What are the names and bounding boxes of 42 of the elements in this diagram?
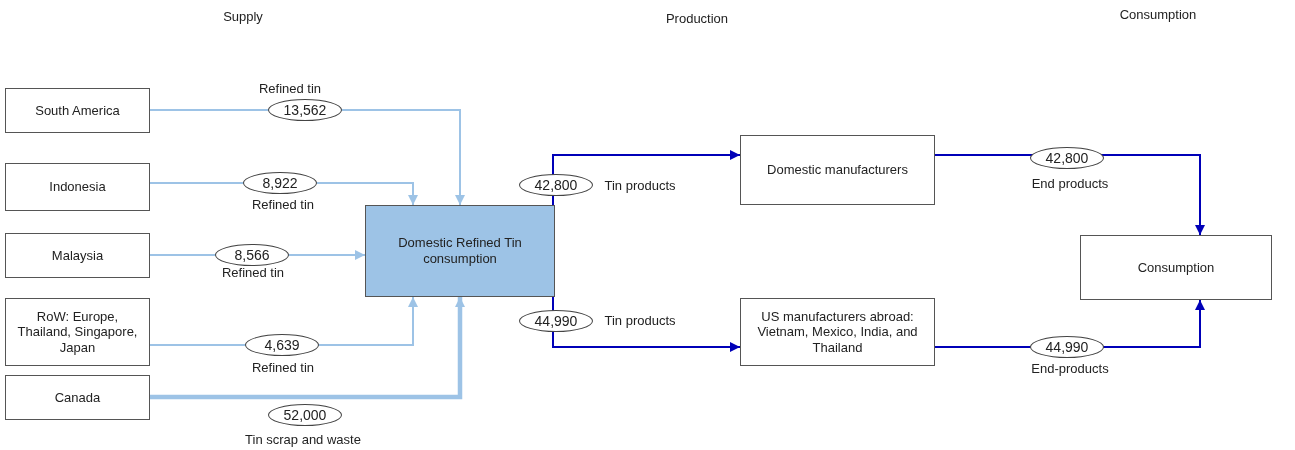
- process-box: [5, 88, 150, 133]
- flow-note: Tin products: [604, 312, 676, 331]
- edge-label: 42,800: [1030, 147, 1104, 169]
- box-label: South America: [35, 102, 120, 119]
- connector-arrow: [150, 297, 465, 400]
- connector-arrow: [552, 150, 741, 206]
- process-box: [365, 205, 555, 297]
- flow-note: Refined tin: [221, 264, 285, 283]
- box-label: Domestic Refined Tin consumption: [397, 235, 523, 267]
- box-label: Malaysia: [51, 247, 104, 264]
- flow-note: Refined tin: [251, 359, 315, 378]
- process-box: [5, 163, 150, 211]
- edge-label: 4,639: [245, 334, 319, 356]
- process-box: [5, 375, 150, 420]
- flow-note: Refined tin: [258, 80, 322, 99]
- flow-note: Consumption: [1119, 6, 1197, 25]
- flow-note: Tin scrap and waste: [245, 431, 361, 450]
- box-label: RoW: Europe, Thailand, Singapore, Japan: [16, 308, 139, 356]
- flow-note: Refined tin: [251, 196, 315, 215]
- box-label: Canada: [54, 389, 101, 406]
- process-box: [1080, 235, 1272, 300]
- box-label: Consumption: [1137, 259, 1215, 276]
- edge-label: 44,990: [519, 310, 593, 332]
- edge-label: 13,562: [268, 99, 342, 121]
- box-label: Indonesia: [49, 179, 106, 195]
- process-box: [740, 135, 935, 205]
- edge-label: 42,800: [519, 174, 593, 196]
- flow-note: Supply: [223, 8, 263, 27]
- process-box: [740, 298, 935, 366]
- flow-note: End-products: [1031, 360, 1109, 379]
- edge-label: 8,566: [215, 244, 289, 266]
- flow-note: Tin products: [604, 177, 676, 196]
- flow-note: End products: [1031, 175, 1109, 194]
- flow-note: Production: [665, 10, 729, 29]
- process-box: [5, 298, 150, 366]
- box-label: Domestic manufacturers: [767, 162, 908, 178]
- process-box: [5, 233, 150, 278]
- edge-label: 44,990: [1030, 336, 1104, 358]
- connector-arrow: [552, 296, 741, 352]
- edge-label: 8,922: [243, 172, 317, 194]
- box-label: US manufacturers abroad: Vietnam, Mexico, India, and Thailand: [756, 308, 919, 356]
- edge-label: 52,000: [268, 404, 342, 426]
